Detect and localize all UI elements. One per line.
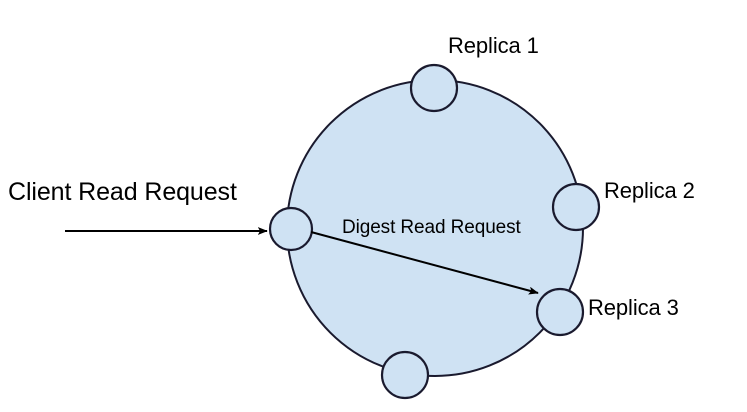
- node-coordinator[interactable]: [268, 206, 314, 252]
- node-replica-3[interactable]: [535, 287, 585, 337]
- digest-read-request-arrow: [310, 231, 539, 295]
- node-replica-2[interactable]: [551, 182, 601, 232]
- client-read-request-label: Client Read Request: [8, 178, 237, 206]
- replica-2-label: Replica 2: [604, 178, 695, 203]
- replica-1-label: Replica 1: [448, 33, 539, 58]
- digest-read-request-label: Digest Read Request: [342, 217, 521, 238]
- node-bottom-unlabeled[interactable]: [380, 350, 430, 400]
- node-replica-1[interactable]: [409, 63, 459, 113]
- replica-3-label: Replica 3: [588, 295, 679, 320]
